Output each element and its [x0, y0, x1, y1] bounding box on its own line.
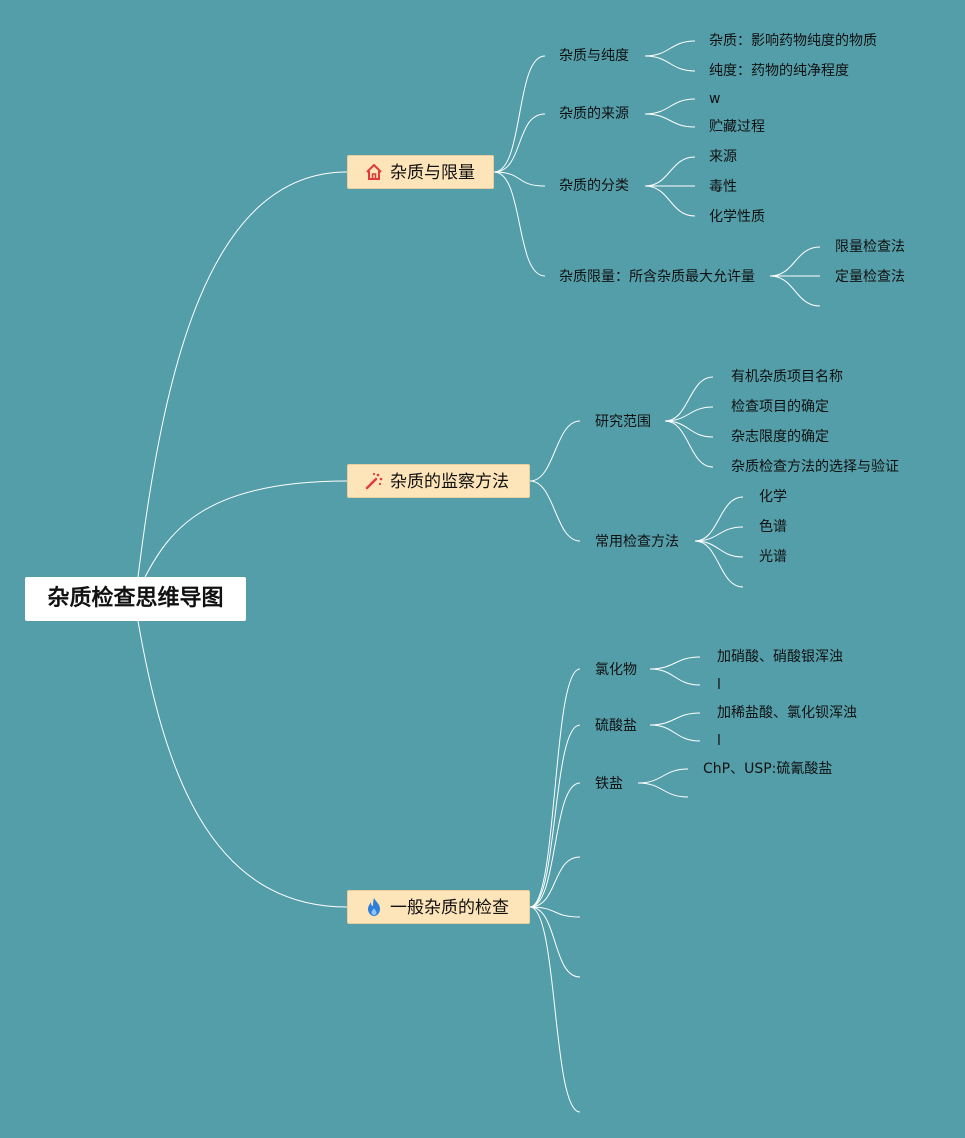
connector-line: [694, 540, 744, 558]
leaf[interactable]: 杂质：影响药物纯度的物质: [709, 33, 877, 49]
branch-general-impurity-check[interactable]: 一般杂质的检查: [347, 890, 530, 924]
topic-iron-salt[interactable]: 铁盐: [595, 776, 623, 792]
topic-common-methods[interactable]: 常用检查方法: [595, 534, 679, 550]
connector-line: [529, 906, 581, 978]
leaf[interactable]: l: [717, 677, 721, 693]
leaf[interactable]: w: [709, 91, 721, 107]
topic-impurity-purity[interactable]: 杂质与纯度: [559, 48, 629, 64]
leaf[interactable]: ChP、USP:硫氰酸盐: [703, 761, 833, 777]
connector-line: [529, 906, 581, 1113]
connector-line: [694, 540, 744, 588]
branch-label: 杂质的监察方法: [390, 472, 509, 492]
leaf[interactable]: 纯度：药物的纯净程度: [709, 63, 849, 79]
connector-line: [529, 856, 581, 908]
connector-line: [649, 712, 701, 726]
topic-impurity-class[interactable]: 杂质的分类: [559, 178, 629, 194]
leaf[interactable]: 色谱: [759, 519, 787, 535]
connector-line: [529, 724, 581, 908]
connector-line: [644, 40, 696, 57]
connector-line: [664, 376, 714, 422]
connector-line: [137, 171, 348, 578]
fire-icon: [368, 898, 380, 916]
connector-line: [529, 420, 581, 482]
leaf[interactable]: 检查项目的确定: [731, 399, 829, 415]
connector-line: [493, 171, 546, 277]
leaf[interactable]: 毒性: [709, 179, 737, 195]
magic-wand-icon: [365, 472, 383, 490]
topic-research-scope[interactable]: 研究范围: [595, 414, 651, 430]
leaf[interactable]: 光谱: [759, 549, 787, 565]
connector-line: [644, 113, 696, 128]
connector-line: [769, 246, 821, 277]
house-icon: [366, 164, 382, 180]
connector-line: [529, 782, 581, 908]
branch-monitoring-methods[interactable]: 杂质的监察方法: [347, 464, 530, 498]
leaf[interactable]: l: [717, 733, 721, 749]
connector-line: [493, 171, 546, 187]
connector-line: [694, 526, 744, 542]
leaf[interactable]: 限量检查法: [835, 239, 905, 255]
connector-line: [649, 724, 701, 742]
connector-line: [529, 480, 581, 542]
branch-label: 杂质与限量: [390, 163, 475, 183]
leaf[interactable]: 有机杂质项目名称: [731, 369, 843, 385]
leaf[interactable]: 来源: [709, 149, 737, 165]
topic-impurity-source[interactable]: 杂质的来源: [559, 106, 629, 122]
connector-line: [649, 656, 701, 670]
connector-line: [493, 55, 546, 173]
leaf[interactable]: 贮藏过程: [709, 119, 765, 135]
leaf[interactable]: 化学性质: [709, 209, 765, 225]
root-node[interactable]: 杂质检查思维导图: [25, 577, 246, 621]
topic-impurity-limit[interactable]: 杂质限量：所含杂质最大允许量: [559, 269, 755, 285]
connector-line: [144, 480, 348, 578]
leaf[interactable]: 杂质检查方法的选择与验证: [731, 459, 899, 475]
connector-line: [644, 185, 696, 217]
branch-label: 一般杂质的检查: [390, 898, 509, 918]
leaf[interactable]: 杂志限度的确定: [731, 429, 829, 445]
topic-sulfate[interactable]: 硫酸盐: [595, 718, 637, 734]
connector-line: [644, 55, 696, 72]
connector-line: [664, 420, 714, 468]
connector-line: [644, 98, 696, 115]
topic-chloride[interactable]: 氯化物: [595, 662, 637, 678]
leaf[interactable]: 化学: [759, 489, 787, 505]
connector-line: [137, 620, 348, 908]
connector-line: [493, 113, 546, 173]
connector-line: [637, 782, 689, 798]
connector-line: [664, 406, 714, 422]
leaf[interactable]: 加稀盐酸、氯化钡浑浊: [717, 705, 857, 721]
connector-line: [649, 668, 701, 686]
connector-line: [694, 496, 744, 542]
connector-line: [664, 420, 714, 438]
connector-line: [529, 668, 581, 908]
connector-line: [637, 768, 689, 784]
connector-line: [529, 906, 581, 918]
connector-line: [644, 156, 696, 187]
leaf[interactable]: 加硝酸、硝酸银浑浊: [717, 649, 843, 665]
leaf[interactable]: 定量检查法: [835, 269, 905, 285]
connector-line: [769, 275, 821, 307]
branch-impurity-and-limit[interactable]: 杂质与限量: [347, 155, 494, 189]
